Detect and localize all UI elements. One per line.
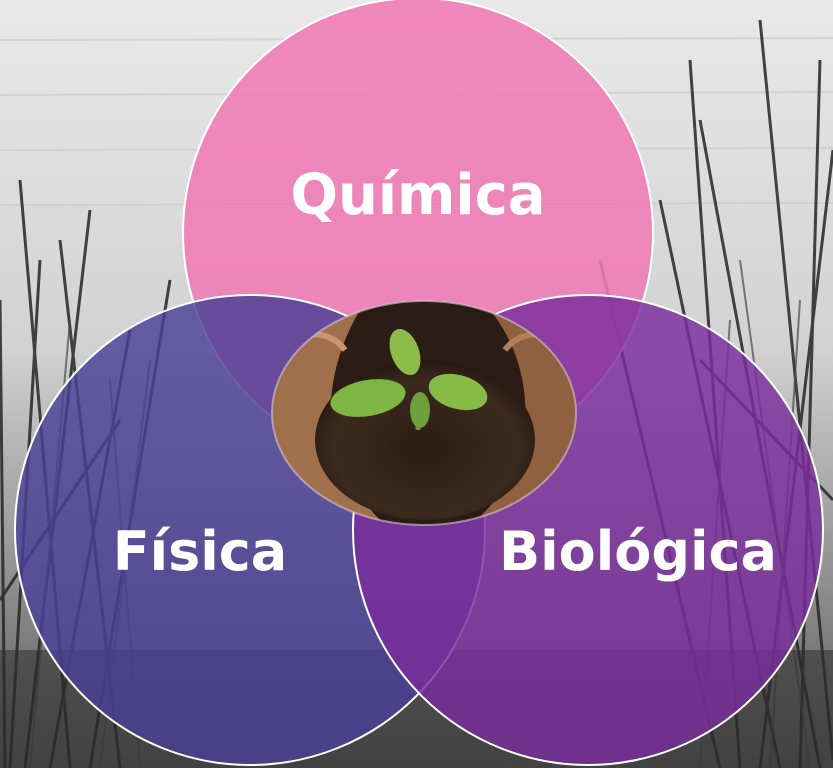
fisica-label: Física: [113, 520, 288, 583]
biologica-label: Biológica: [499, 520, 777, 583]
quimica-label: Química: [290, 163, 545, 228]
